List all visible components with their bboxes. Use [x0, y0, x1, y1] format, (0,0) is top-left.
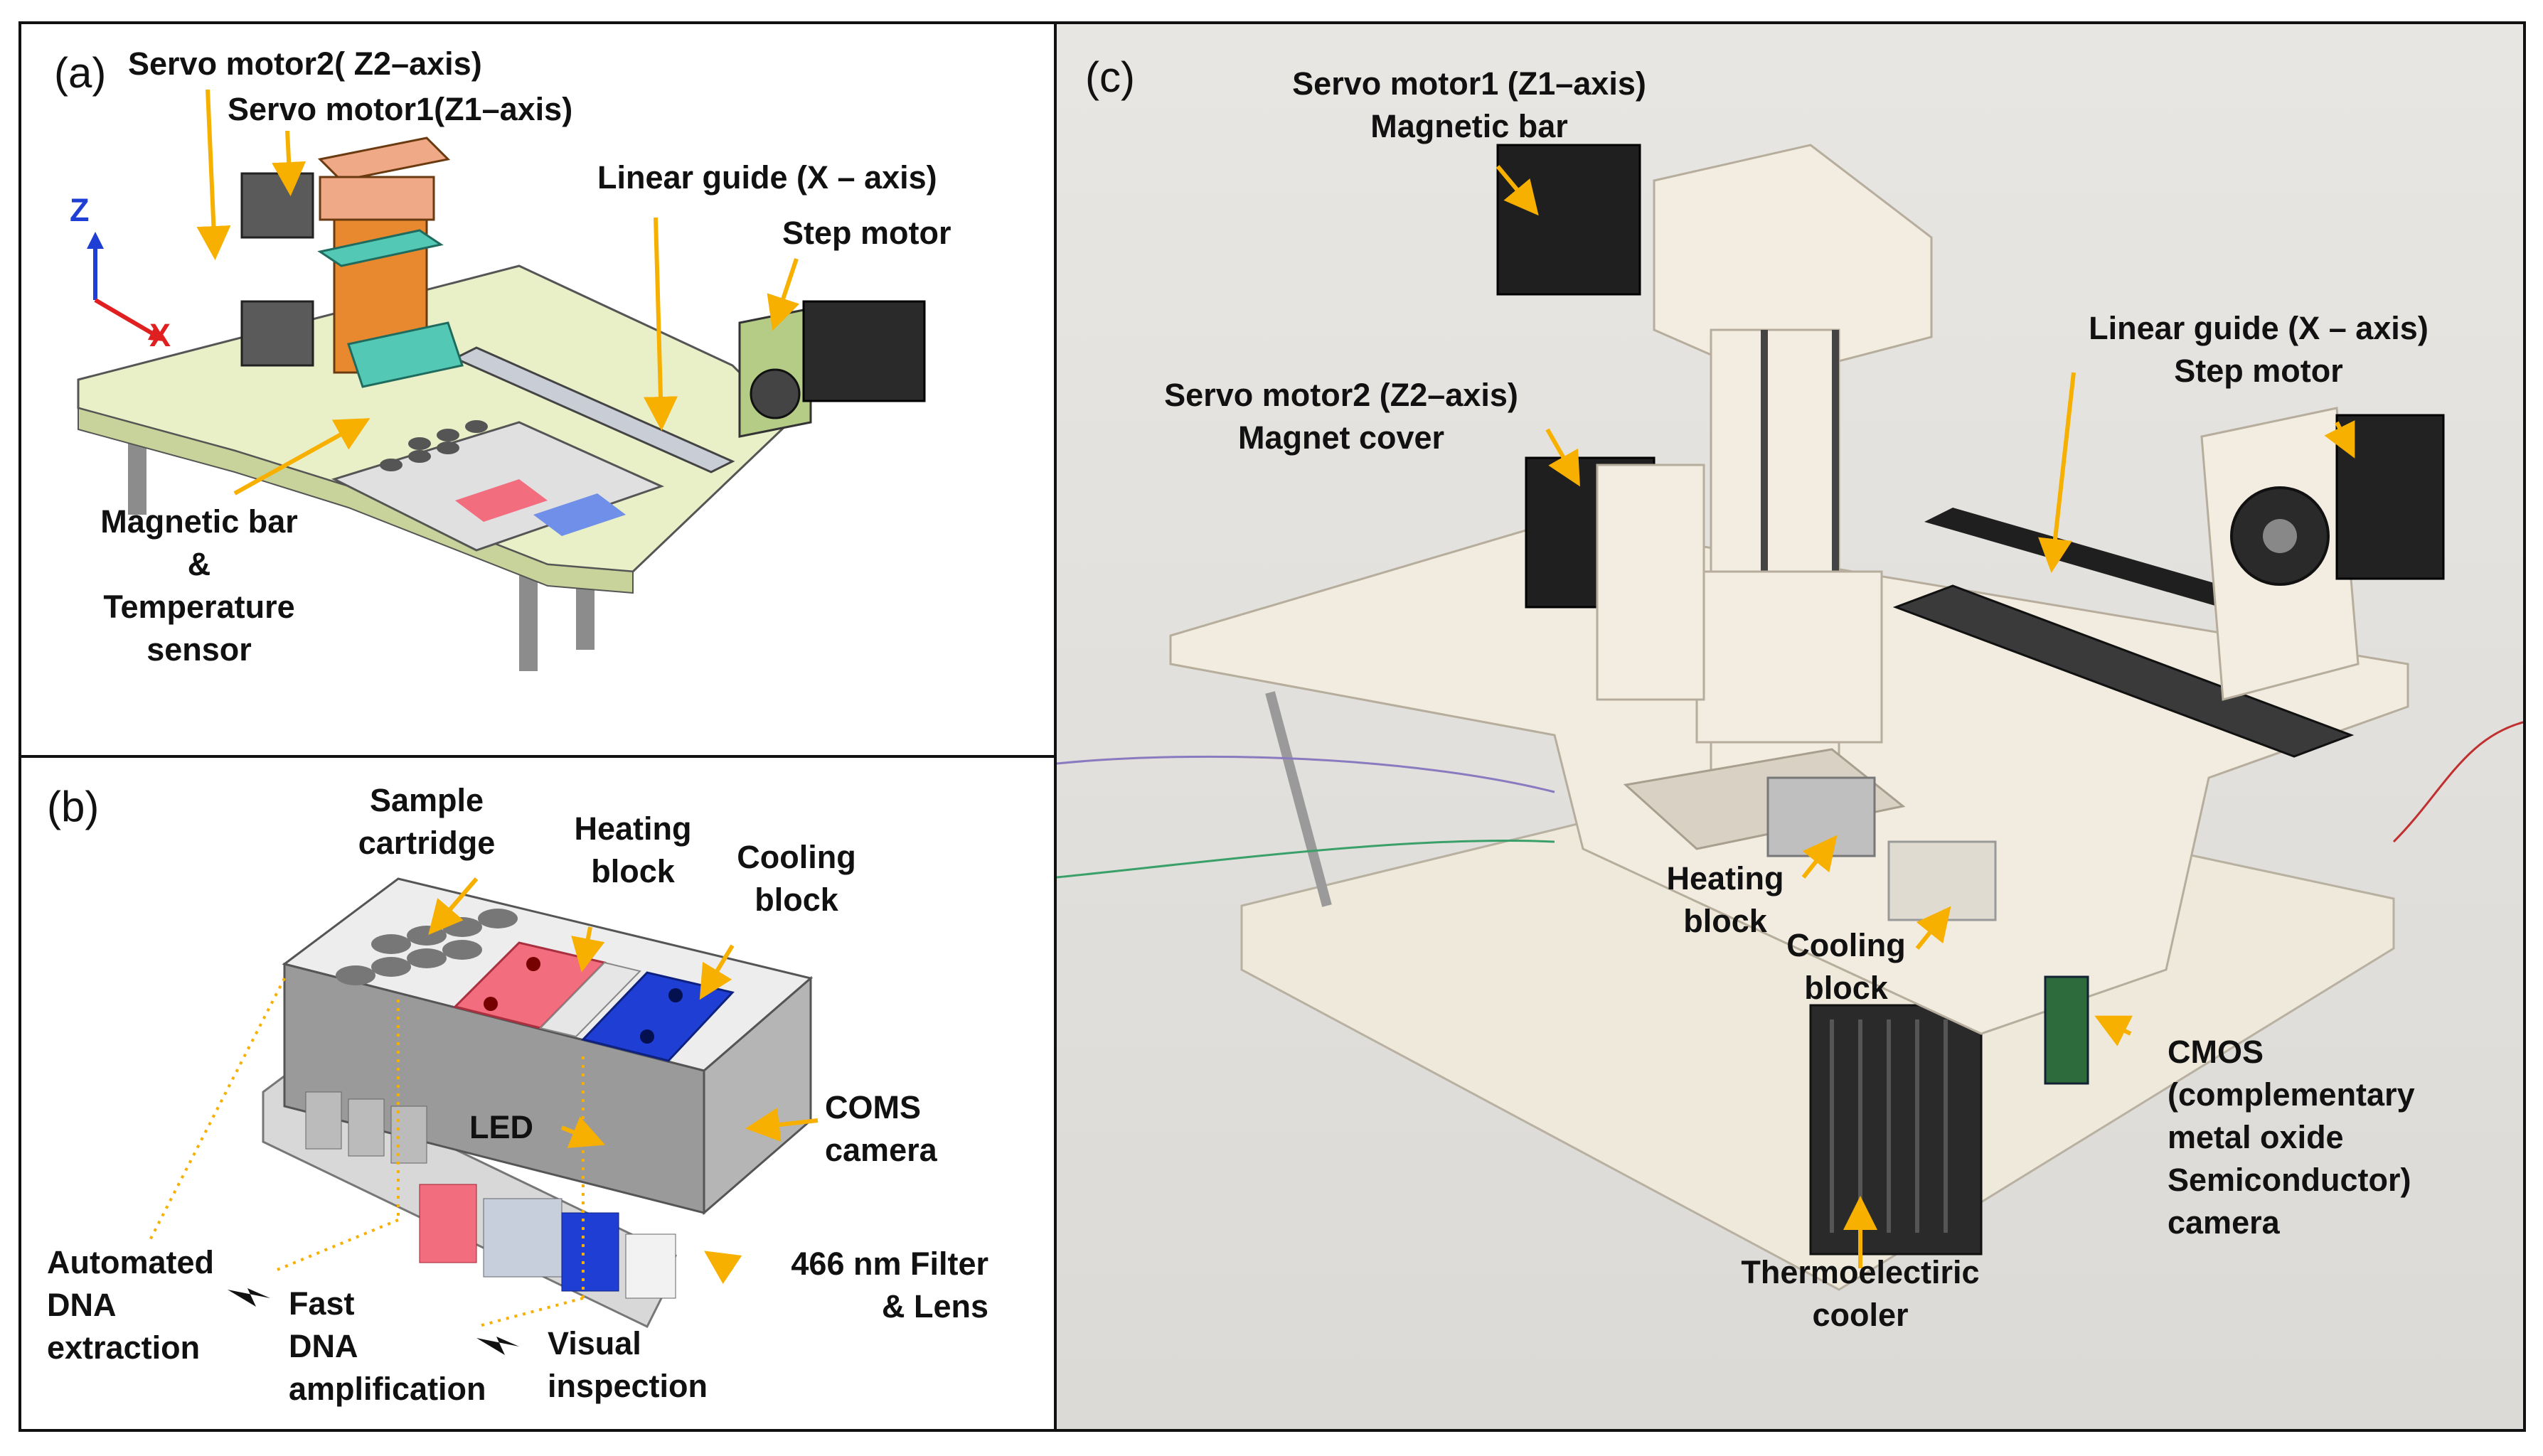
label-sample-cartridge: Sample cartridge: [358, 782, 496, 861]
label-c-servo-motor-1: Servo motor1 (Z1–axis) Magnetic bar: [1292, 65, 1646, 144]
panel-a-letter: (a): [54, 49, 107, 97]
z-tower: [1653, 144, 1933, 381]
label-c-cooling-block: Cooling block: [1786, 927, 1906, 1006]
label-fast-amplification: Fast DNA amplification: [289, 1285, 486, 1407]
label-automated-extraction: Automated DNA extraction: [47, 1244, 214, 1366]
lower-teal-carriage: [347, 321, 464, 388]
cooling-block-top: [581, 971, 735, 1062]
wire-purple: [1057, 755, 1555, 793]
label-led: LED: [469, 1109, 533, 1145]
callout-arrows: [196, 89, 800, 496]
label-servo-motor-1: Servo motor1(Z1–axis): [228, 91, 573, 127]
step-motor: [2335, 414, 2445, 580]
panel-b: (b) Sample cartridge Heating block Cooli…: [18, 755, 1057, 1432]
process-guides: [148, 978, 585, 1328]
panel-c-letter: (c): [1085, 53, 1135, 101]
label-step-motor: Step motor: [782, 215, 951, 251]
label-linear-guide: Linear guide (X – axis): [597, 159, 937, 196]
step-motor: [802, 300, 926, 402]
servo-motor-2: [240, 172, 314, 239]
label-filter-lens: 466 nm Filter & Lens: [791, 1246, 988, 1324]
axis-z-label: Z: [70, 192, 90, 228]
label-c-cmos-camera: CMOS (complementary metal oxide Semicond…: [2168, 1034, 2415, 1241]
cooling-block: [1887, 840, 1997, 921]
heating-block: [1766, 776, 1876, 857]
callout-arrows: [428, 877, 819, 1284]
axis-x-label: X: [149, 317, 171, 353]
servo-motor-1: [1496, 144, 1641, 296]
label-magnetic-bar-sensor: Magnetic bar & Temperature sensor: [100, 503, 298, 668]
label-c-thermoelectric-cooler: Thermoelectiric cooler: [1741, 1254, 1980, 1333]
linear-guide-rail: [452, 346, 735, 473]
arrow-to-visual: [476, 1337, 519, 1355]
tray-cooling-block: [533, 493, 626, 536]
support-rod: [1265, 691, 1332, 907]
label-visual-inspection: Visual inspection: [548, 1325, 708, 1404]
label-coms-camera: COMS camera: [825, 1089, 937, 1168]
servo-motor-1: [240, 300, 314, 367]
z-carriage: [1695, 570, 1883, 744]
tray-wells: [380, 420, 488, 471]
panel-c: (c) Servo motor1 (Z1–axis) Magnetic bar …: [1054, 21, 2526, 1432]
label-servo-motor-2: Servo motor2( Z2–axis): [128, 46, 482, 82]
wire-red: [2392, 721, 2523, 843]
sample-slot: [1623, 748, 1906, 850]
label-heating-block: Heating block: [574, 810, 692, 889]
label-c-servo-motor-2: Servo motor2 (Z2–axis) Magnet cover: [1164, 377, 1518, 456]
upper-teal-carriage: [317, 229, 444, 267]
tray-heating-block: [455, 479, 548, 522]
thermoelectric-cooler: [1809, 1004, 1983, 1256]
panel-c-device-photo: [1057, 24, 2523, 1429]
panel-a-cad-render: [77, 89, 926, 671]
linear-guide-rail: [1892, 584, 2355, 758]
cmos-camera-board: [2044, 975, 2089, 1085]
panel-b-letter: (b): [47, 783, 100, 830]
panel-b-cartridge-render: [148, 877, 819, 1355]
arrow-to-fast: [228, 1288, 270, 1307]
callout-arrows: [1496, 165, 2355, 1268]
label-c-heating-block: Heating block: [1666, 860, 1784, 939]
label-c-linear-guide: Linear guide (X – axis) Step motor: [2089, 310, 2429, 389]
bottom-tubes: [305, 1091, 676, 1299]
label-cooling-block: Cooling block: [737, 839, 856, 918]
panel-a: (a) Z X Servo motor2( Z2–axis) Servo mot…: [18, 21, 1057, 758]
wire-green: [1057, 839, 1555, 879]
axis-indicator: [87, 232, 165, 341]
